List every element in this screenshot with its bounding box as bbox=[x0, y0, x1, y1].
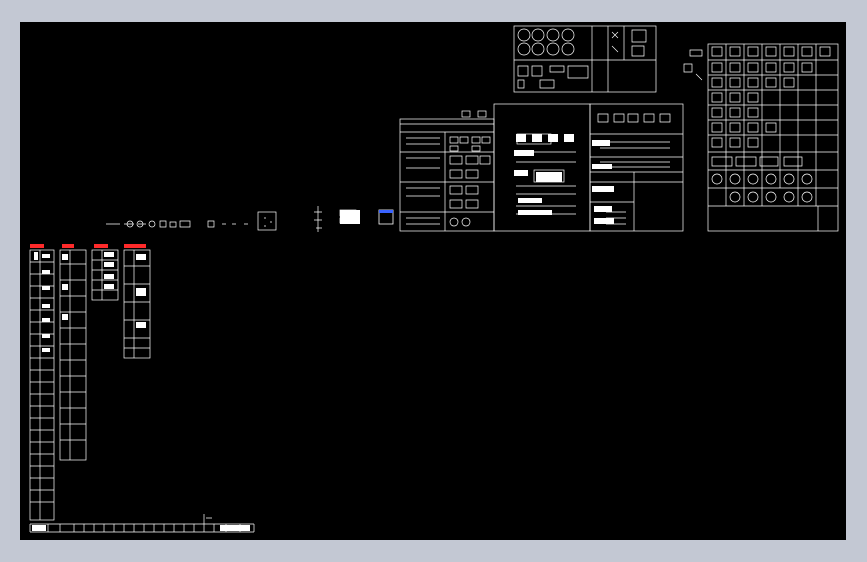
legend-table-1 bbox=[29, 249, 55, 521]
wiring-panel-center bbox=[399, 103, 684, 232]
symbol-sheet-top bbox=[513, 25, 657, 93]
legend-headers bbox=[30, 244, 146, 248]
symbol-grid-right bbox=[683, 43, 839, 232]
legend-table-4 bbox=[123, 249, 151, 359]
dense-annotation-blocks bbox=[32, 134, 614, 531]
legend-table-2 bbox=[59, 249, 87, 461]
title-block-strip bbox=[29, 514, 255, 533]
legend-table-3 bbox=[91, 249, 119, 301]
component-row-left bbox=[106, 206, 357, 232]
drawing-viewport[interactable] bbox=[20, 22, 846, 540]
selected-window-symbol[interactable] bbox=[378, 209, 394, 225]
cad-model-space[interactable] bbox=[20, 22, 846, 540]
